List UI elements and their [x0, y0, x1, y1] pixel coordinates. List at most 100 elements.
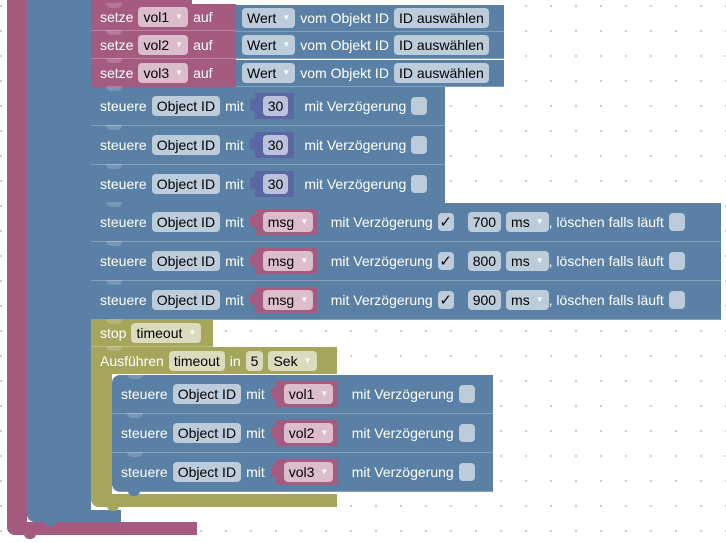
chevron-down-icon: ▼: [188, 328, 197, 337]
with-label: mit: [225, 292, 244, 308]
get-value-block[interactable]: Wert▼ vom Objekt ID ID auswählen: [236, 60, 504, 87]
object-id-selector[interactable]: Object ID: [151, 135, 221, 155]
blue-container-block-spine[interactable]: [27, 0, 91, 522]
unit-dropdown[interactable]: ms▼: [506, 290, 549, 310]
variable-dropdown[interactable]: msg▼: [262, 251, 314, 271]
timer-dropdown[interactable]: timeout▼: [131, 323, 202, 343]
stop-timeout-block[interactable]: stop timeout▼: [91, 319, 213, 347]
variable-block[interactable]: msg▼: [249, 209, 317, 235]
object-id-selector[interactable]: Object ID: [151, 96, 221, 116]
variable-dropdown[interactable]: vol2▼: [138, 34, 189, 55]
delay-checkbox[interactable]: [411, 136, 428, 154]
delay-checkbox[interactable]: ✓: [437, 252, 454, 270]
set-label: setze: [100, 65, 134, 81]
control-block[interactable]: steuere Object ID mit 30 mit Verzögerung: [91, 125, 445, 165]
delay-checkbox[interactable]: ✓: [437, 213, 454, 231]
inner-control-block[interactable]: steuere Object ID mit vol3▼ mit Verzöger…: [112, 452, 493, 492]
control-label: steuere: [100, 214, 147, 230]
object-id-selector[interactable]: ID auswählen: [393, 8, 489, 28]
value-type-dropdown[interactable]: Wert▼: [242, 63, 296, 83]
object-id-selector[interactable]: Object ID: [151, 290, 221, 310]
number-input[interactable]: 30: [262, 174, 289, 194]
variable-dropdown[interactable]: vol2▼: [283, 423, 334, 443]
with-label: mit: [225, 214, 244, 230]
clear-running-label: , löschen falls läuft: [548, 214, 664, 230]
clear-running-checkbox[interactable]: [668, 291, 685, 309]
timeout-block-footer[interactable]: [91, 494, 337, 507]
variable-block[interactable]: vol2▼: [270, 420, 338, 446]
variable-block[interactable]: msg▼: [249, 248, 317, 274]
get-value-block[interactable]: Wert▼ vom Objekt ID ID auswählen: [236, 5, 504, 32]
control-block[interactable]: steuere Object ID mit 30 mit Verzögerung: [91, 164, 445, 204]
unit-dropdown[interactable]: ms▼: [506, 251, 549, 271]
delay-label: mit Verzögerung: [304, 176, 407, 192]
with-label: mit: [225, 253, 244, 269]
control-delay-block[interactable]: steuere Object ID mit msg▼ mit Verzögeru…: [91, 280, 721, 320]
time-unit-dropdown[interactable]: Sek▼: [268, 350, 317, 371]
set-variable-block[interactable]: setze vol2▼ auf: [91, 30, 236, 59]
to-label: auf: [193, 65, 213, 81]
object-id-selector[interactable]: ID auswählen: [393, 63, 489, 83]
with-label: mit: [225, 98, 244, 114]
variable-dropdown[interactable]: vol1▼: [283, 384, 334, 404]
object-id-selector[interactable]: ID auswählen: [393, 35, 489, 55]
timeout-block-spine[interactable]: [91, 374, 112, 507]
outer-event-block-spine[interactable]: [7, 0, 27, 535]
chevron-down-icon: ▼: [320, 467, 329, 476]
number-input[interactable]: 30: [262, 96, 289, 116]
inner-control-block[interactable]: steuere Object ID mit vol1▼ mit Verzöger…: [112, 374, 493, 414]
clear-running-checkbox[interactable]: [668, 252, 685, 270]
object-id-selector[interactable]: Object ID: [151, 251, 221, 271]
variable-dropdown[interactable]: vol3▼: [138, 63, 189, 83]
delay-input[interactable]: 700: [467, 212, 502, 232]
execute-label: Ausführen: [100, 352, 164, 369]
delay-checkbox[interactable]: [411, 175, 428, 193]
variable-dropdown[interactable]: msg▼: [262, 290, 314, 310]
object-id-selector[interactable]: Object ID: [172, 462, 242, 482]
number-block[interactable]: 30: [249, 132, 295, 158]
blue-container-block-footer[interactable]: [27, 510, 121, 522]
clear-running-checkbox[interactable]: [668, 213, 685, 231]
delay-checkbox[interactable]: [458, 424, 475, 442]
chevron-down-icon: ▼: [175, 12, 184, 21]
value-type-dropdown[interactable]: Wert▼: [242, 8, 296, 28]
object-id-selector[interactable]: Object ID: [172, 423, 242, 443]
variable-block[interactable]: msg▼: [249, 287, 317, 313]
chevron-down-icon: ▼: [303, 355, 312, 365]
previous-block-bottom[interactable]: [91, 0, 192, 4]
clear-running-label: , löschen falls läuft: [548, 292, 664, 308]
variable-dropdown[interactable]: vol3▼: [283, 462, 334, 482]
variable-dropdown[interactable]: msg▼: [262, 212, 314, 232]
object-id-selector[interactable]: Object ID: [151, 212, 221, 232]
control-label: steuere: [100, 98, 147, 114]
delay-checkbox[interactable]: ✓: [437, 291, 454, 309]
set-variable-block[interactable]: setze vol1▼ auf: [91, 3, 236, 31]
number-block[interactable]: 30: [249, 171, 295, 197]
set-variable-block[interactable]: setze vol3▼ auf: [91, 58, 236, 88]
number-input[interactable]: 30: [262, 135, 289, 155]
from-object-label: vom Objekt ID: [300, 10, 389, 26]
value-type-dropdown[interactable]: Wert▼: [242, 35, 296, 55]
delay-checkbox[interactable]: [458, 463, 475, 481]
timeout-block-header[interactable]: Ausführen timeout in 5 Sek▼: [91, 346, 337, 374]
timeout-value-input[interactable]: 5: [245, 350, 264, 371]
variable-block[interactable]: vol3▼: [270, 459, 338, 485]
delay-input[interactable]: 900: [467, 290, 502, 310]
inner-control-block[interactable]: steuere Object ID mit vol2▼ mit Verzöger…: [112, 413, 493, 453]
timer-name-input[interactable]: timeout: [168, 350, 225, 371]
chevron-down-icon: ▼: [282, 68, 291, 77]
control-block[interactable]: steuere Object ID mit 30 mit Verzögerung: [91, 86, 445, 126]
variable-block[interactable]: vol1▼: [270, 381, 338, 407]
outer-event-block-footer[interactable]: [7, 522, 197, 535]
object-id-selector[interactable]: Object ID: [172, 384, 242, 404]
get-value-block[interactable]: Wert▼ vom Objekt ID ID auswählen: [236, 32, 504, 59]
unit-dropdown[interactable]: ms▼: [506, 212, 549, 232]
control-delay-block[interactable]: steuere Object ID mit msg▼ mit Verzögeru…: [91, 202, 721, 242]
delay-input[interactable]: 800: [467, 251, 502, 271]
number-block[interactable]: 30: [249, 93, 295, 119]
delay-checkbox[interactable]: [458, 385, 475, 403]
object-id-selector[interactable]: Object ID: [151, 174, 221, 194]
control-delay-block[interactable]: steuere Object ID mit msg▼ mit Verzögeru…: [91, 241, 721, 281]
delay-checkbox[interactable]: [411, 97, 428, 115]
variable-dropdown[interactable]: vol1▼: [138, 7, 189, 27]
